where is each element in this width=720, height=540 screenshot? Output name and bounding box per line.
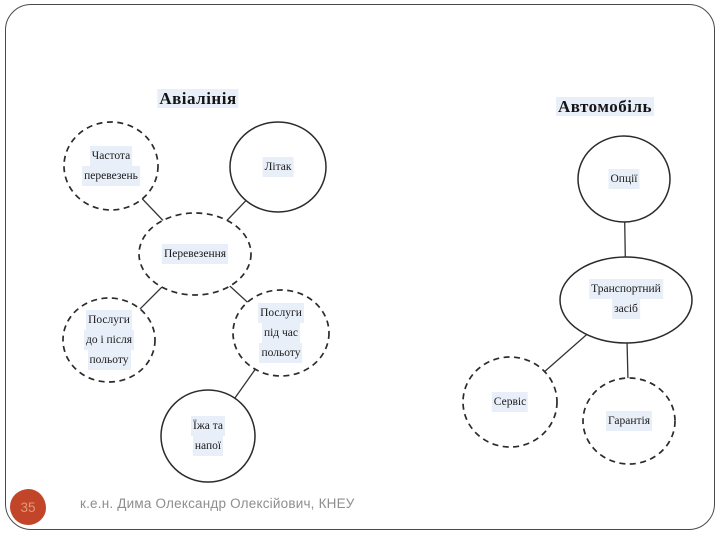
airline-diagram-title: Авіалінія (157, 89, 239, 109)
page-number-badge: 35 (10, 489, 46, 525)
node-transportation-shape (138, 212, 252, 296)
label-line: перевезень (82, 166, 140, 186)
node-options-label: Опції (608, 169, 640, 189)
label-line: напої (192, 436, 224, 456)
node-plane-shape (229, 121, 327, 213)
label-line: Їжа та (190, 416, 226, 436)
node-services-before-label: Послуги до і після польоту (83, 310, 135, 370)
page-number: 35 (20, 499, 36, 515)
node-service-label: Сервіс (491, 392, 529, 412)
node-plane-label: Літак (262, 157, 294, 177)
label-line: засіб (612, 299, 640, 319)
node-frequency-label: Частота перевезень (82, 146, 140, 186)
label-line: під час (261, 323, 301, 343)
footer-credit: к.е.н. Дима Олександр Олексійович, КНЕУ (80, 496, 355, 511)
node-food-drinks-shape (160, 389, 256, 483)
label-line: Сервіс (491, 392, 529, 412)
node-services-before-shape (62, 297, 156, 383)
label-line: до і після (83, 330, 135, 350)
label-line: Транспортний (589, 279, 663, 299)
node-warranty-label: Гарантія (606, 411, 652, 431)
node-food-drinks-label: Їжа та напої (190, 416, 226, 456)
automobile-diagram-title: Автомобіль (556, 97, 654, 117)
label-line: Гарантія (606, 411, 652, 431)
node-services-during-shape (232, 289, 330, 377)
node-transportation-label: Перевезення (161, 244, 229, 264)
automobile-title-text: Автомобіль (556, 97, 654, 116)
label-line: Послуги (258, 303, 304, 323)
label-line: Перевезення (161, 244, 229, 264)
label-line: польоту (87, 350, 131, 370)
airline-title-text: Авіалінія (157, 89, 239, 108)
node-warranty-shape (582, 377, 676, 465)
label-line: Послуги (86, 310, 132, 330)
label-line: польоту (259, 343, 303, 363)
label-line: Частота (89, 146, 133, 166)
node-options-shape (577, 135, 671, 223)
node-frequency-shape (63, 121, 159, 211)
node-services-during-label: Послуги під час польоту (258, 303, 304, 363)
label-line: Літак (262, 157, 294, 177)
node-vehicle-shape (559, 256, 693, 344)
label-line: Опції (608, 169, 640, 189)
node-vehicle-label: Транспортний засіб (589, 279, 663, 319)
node-service-shape (462, 356, 558, 448)
